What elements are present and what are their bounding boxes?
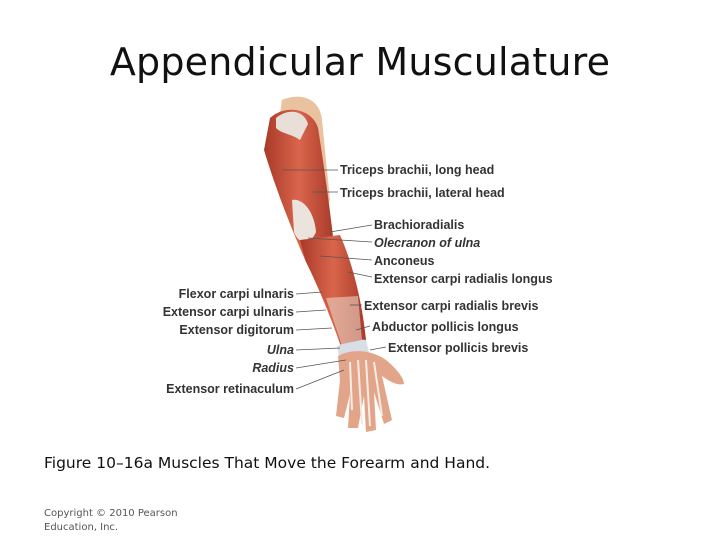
label-extensor-pollicis: Extensor pollicis brevis [388,341,528,355]
figure-caption: Figure 10–16a Muscles That Move the Fore… [44,454,491,472]
label-anconeus: Anconeus [374,254,434,268]
right-labels: Triceps brachii, long head Triceps brach… [340,163,553,355]
label-flexor-carpi-ulnaris: Flexor carpi ulnaris [179,287,294,301]
label-extensor-digitorum: Extensor digitorum [179,323,294,337]
label-extensor-retinaculum: Extensor retinaculum [166,382,294,396]
label-ulna: Ulna [267,343,294,357]
left-leaders [295,291,347,390]
label-olecranon: Olecranon of ulna [374,236,480,250]
hand [336,351,404,432]
copyright-notice: Copyright © 2010 Pearson Education, Inc. [44,508,178,533]
forearm-tendons [326,296,362,352]
slide-title: Appendicular Musculature [109,40,611,84]
upper-arm-muscle [264,109,334,262]
label-triceps-lateral-head: Triceps brachii, lateral head [340,186,505,200]
label-triceps-long-head: Triceps brachii, long head [340,163,494,177]
label-abductor-pollicis: Abductor pollicis longus [372,320,519,334]
left-labels: Flexor carpi ulnaris Extensor carpi ulna… [163,287,294,396]
label-ecr-brevis: Extensor carpi radialis brevis [364,299,538,313]
right-leaders [282,169,387,351]
hand-tendons [349,359,383,427]
label-extensor-carpi-ulnaris: Extensor carpi ulnaris [163,305,294,319]
label-radius: Radius [252,361,294,375]
label-brachioradialis: Brachioradialis [374,218,464,232]
shoulder-tendon [276,111,308,140]
label-ecr-longus: Extensor carpi radialis longus [374,272,553,286]
elbow-tendon [292,199,316,242]
